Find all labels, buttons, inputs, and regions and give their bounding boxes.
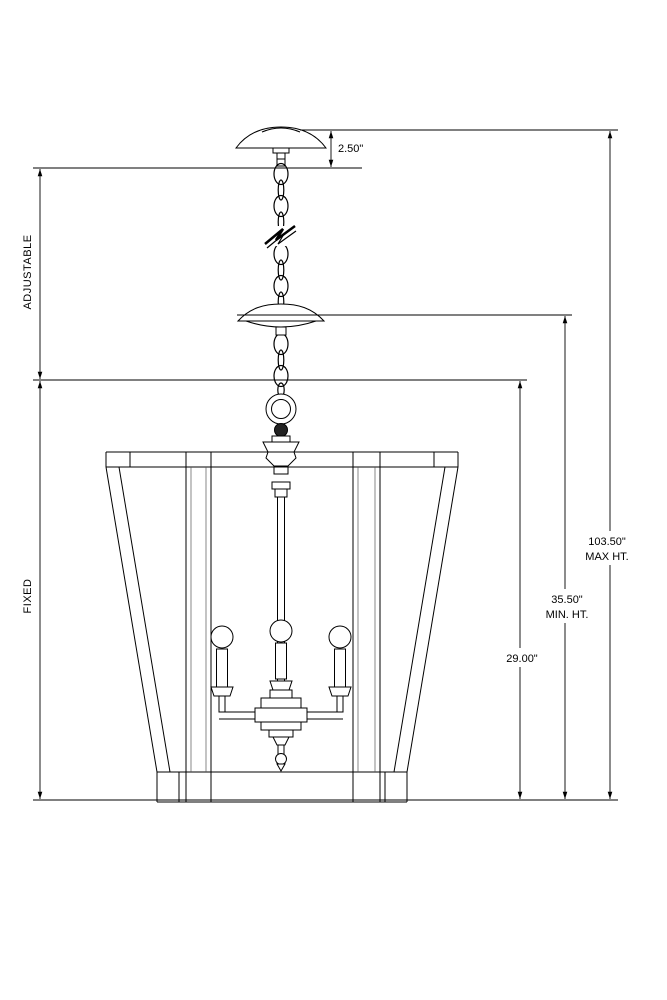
min-height-label: MIN. HT. xyxy=(546,609,589,621)
dimension-annotations: 2.50" 103.50" MAX HT. 35.50" MIN. HT. 29… xyxy=(22,129,636,801)
chain-drawing xyxy=(273,162,289,398)
chain-break-symbol xyxy=(264,224,297,249)
ring-and-finial-drawing xyxy=(262,393,300,498)
chandelier-drawing xyxy=(105,126,459,803)
min-height-value: 35.50" xyxy=(551,594,583,606)
ceiling-canopy-drawing xyxy=(235,126,327,167)
candles-drawing xyxy=(210,619,352,713)
canopy-drop-dimension: 2.50" xyxy=(338,143,363,155)
mid-canopy-drawing xyxy=(236,303,326,336)
max-height-value: 103.50" xyxy=(588,536,626,548)
cage-frame-drawing xyxy=(105,451,459,803)
adjustable-section-label: ADJUSTABLE xyxy=(22,234,34,309)
fixture-height-dimension: 29.00" xyxy=(506,653,538,665)
hub-finial-drawing xyxy=(254,689,308,773)
dimension-text-backgrounds xyxy=(499,531,636,667)
dimension-texts: 2.50" 103.50" MAX HT. 35.50" MIN. HT. 29… xyxy=(22,143,629,665)
max-height-label: MAX HT. xyxy=(585,551,628,563)
fixed-section-label: FIXED xyxy=(22,579,34,614)
extension-lines xyxy=(33,129,618,801)
dimension-lines xyxy=(37,131,613,800)
